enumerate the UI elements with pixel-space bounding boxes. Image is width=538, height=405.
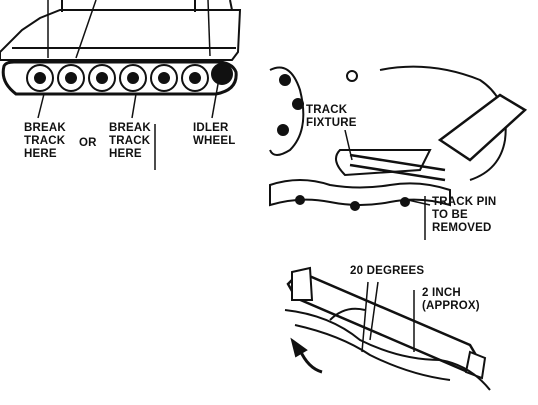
fixture-screw <box>349 153 446 182</box>
degrees-label: 20 DEGREES <box>350 265 425 277</box>
sprocket-hub <box>269 66 305 156</box>
fixture-leader-lines <box>344 129 431 240</box>
track-shoes <box>269 179 451 207</box>
tool-wrench <box>437 93 528 162</box>
vehicle-hull <box>0 9 242 61</box>
track-pin-label: TRACK PIN TO BE REMOVED <box>432 196 497 234</box>
fixture-end-right <box>464 350 487 380</box>
road-wheels <box>26 63 233 92</box>
idler-wheel-large <box>379 65 507 181</box>
fixture-end-left <box>291 266 314 301</box>
sprocket-bolt-icon <box>292 98 304 110</box>
leader-lines <box>37 0 219 170</box>
angle-detail-view <box>284 266 491 391</box>
rotation-arrow <box>298 349 323 374</box>
track-fixture-label: TRACK FIXTURE <box>306 104 357 130</box>
track-links <box>284 309 491 391</box>
rotation-arrowhead-icon <box>290 337 308 358</box>
angle-leader-lines <box>361 281 415 353</box>
sprocket-bolt-icon <box>346 70 358 82</box>
break-track-label-right: BREAK TRACK HERE <box>109 122 151 160</box>
idler-wheel-label: IDLER WHEEL <box>193 122 236 147</box>
vehicle-side-view <box>0 0 242 170</box>
inch-label: 2 INCH (APPROX) <box>422 287 480 312</box>
sprocket-bolt-icon <box>277 124 289 136</box>
angle-arc <box>329 307 366 321</box>
track-pins <box>295 195 410 211</box>
hull-hatch <box>61 0 233 12</box>
break-track-label-left: BREAK TRACK HERE <box>24 122 66 160</box>
track-fixture-view <box>269 65 528 240</box>
sprocket-bolt-icon <box>279 74 291 86</box>
or-label: OR <box>79 137 97 149</box>
